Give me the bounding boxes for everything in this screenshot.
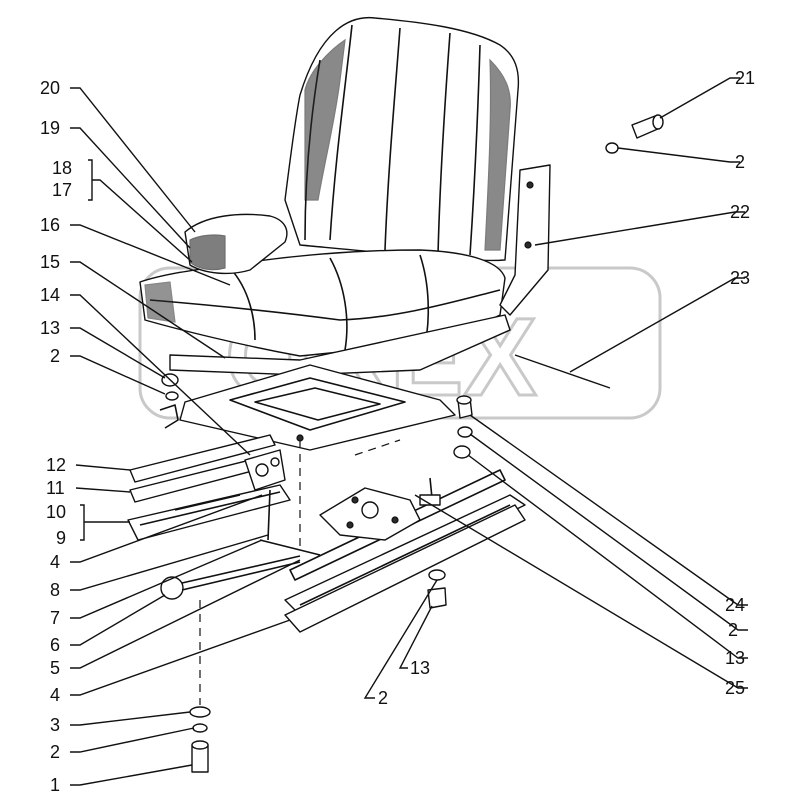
callout-25: 25 bbox=[725, 678, 745, 698]
handle-rod bbox=[160, 555, 301, 705]
callout-labels: 20 19 18 17 16 15 14 13 2 12 11 10 9 4 8… bbox=[40, 68, 755, 795]
washer-2-bottom bbox=[192, 723, 208, 733]
callout-3: 3 bbox=[50, 715, 60, 735]
callout-17: 17 bbox=[52, 180, 72, 200]
callout-6: 6 bbox=[50, 635, 60, 655]
nut-bottom bbox=[427, 587, 447, 609]
washer-left bbox=[165, 391, 179, 401]
callout-2d: 2 bbox=[728, 620, 738, 640]
swivel-plate bbox=[319, 487, 421, 541]
callout-12: 12 bbox=[46, 455, 66, 475]
callout-20: 20 bbox=[40, 78, 60, 98]
callout-13b: 13 bbox=[725, 648, 745, 668]
callout-8: 8 bbox=[50, 580, 60, 600]
callout-9: 9 bbox=[56, 528, 66, 548]
center-post bbox=[296, 434, 441, 550]
back-bracket bbox=[499, 164, 551, 316]
seat-base-frame bbox=[159, 314, 511, 451]
callout-2b: 2 bbox=[50, 742, 60, 762]
left-slide-rail bbox=[127, 434, 291, 541]
bolt-24 bbox=[456, 395, 473, 419]
callout-19: 19 bbox=[40, 118, 60, 138]
callout-13c: 13 bbox=[410, 658, 430, 678]
callout-24: 24 bbox=[725, 595, 745, 615]
callout-15: 15 bbox=[40, 252, 60, 272]
leader-lines bbox=[70, 77, 748, 786]
lever-mechanism bbox=[244, 449, 321, 556]
callout-4a: 4 bbox=[50, 552, 60, 572]
callout-13a: 13 bbox=[40, 318, 60, 338]
callout-1: 1 bbox=[50, 775, 60, 795]
callout-16: 16 bbox=[40, 215, 60, 235]
callout-21: 21 bbox=[735, 68, 755, 88]
callout-4b: 4 bbox=[50, 685, 60, 705]
callout-2e: 2 bbox=[378, 688, 388, 708]
callout-23: 23 bbox=[730, 268, 750, 288]
washer-bottom bbox=[428, 569, 446, 581]
bolt-21 bbox=[631, 114, 664, 139]
callout-2a: 2 bbox=[50, 346, 60, 366]
callout-2c: 2 bbox=[735, 152, 745, 172]
bolt-1 bbox=[191, 740, 209, 773]
callout-22: 22 bbox=[730, 202, 750, 222]
washer-top-right bbox=[605, 142, 619, 154]
washer-3 bbox=[189, 706, 211, 718]
callout-5: 5 bbox=[50, 658, 60, 678]
washer-right bbox=[457, 426, 473, 438]
callout-11: 11 bbox=[46, 478, 65, 498]
callout-7: 7 bbox=[50, 608, 60, 628]
right-slide-rail bbox=[284, 469, 526, 633]
callout-18: 18 bbox=[52, 158, 72, 178]
callout-14: 14 bbox=[40, 285, 60, 305]
callout-10: 10 bbox=[46, 502, 66, 522]
armrest bbox=[184, 213, 288, 275]
nut-right bbox=[453, 445, 471, 459]
seat-backrest bbox=[284, 16, 520, 262]
